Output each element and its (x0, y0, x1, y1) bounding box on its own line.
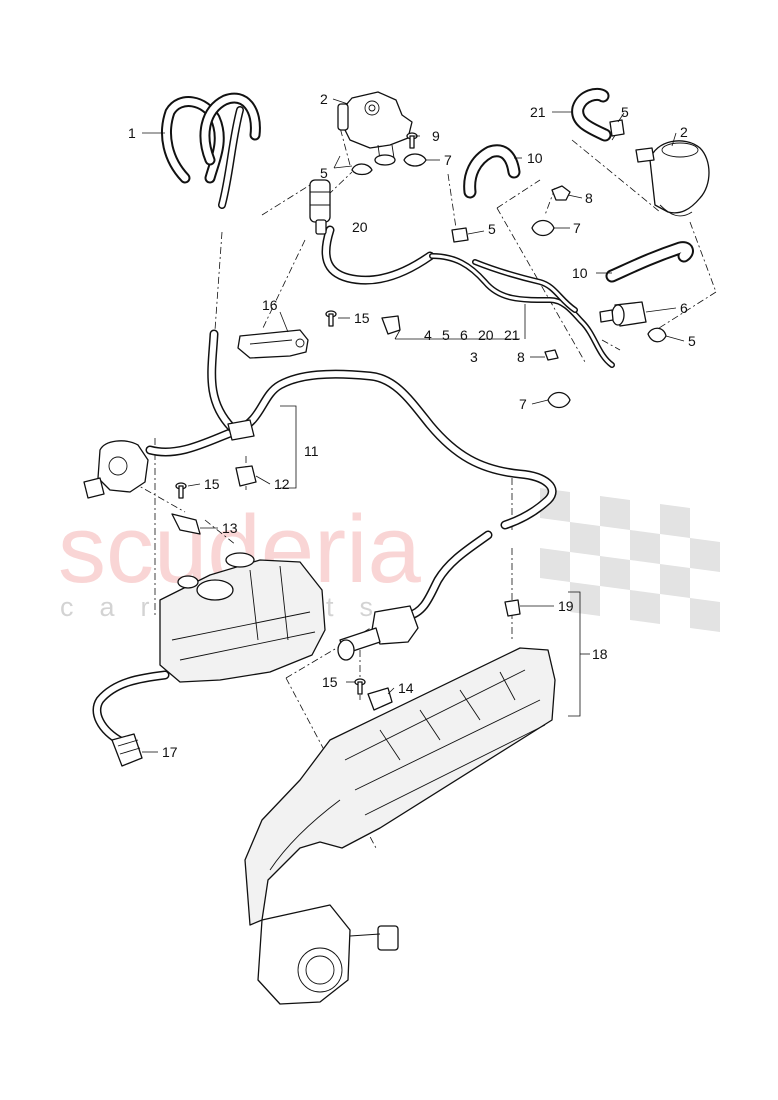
callout-7-top: 7 (444, 152, 452, 168)
callout-16: 16 (262, 297, 278, 313)
checker-square (600, 496, 630, 530)
check-valve-left (83, 440, 149, 499)
callout-14: 14 (398, 680, 414, 696)
callout-13: 13 (222, 520, 238, 536)
group-item-5: 5 (442, 327, 450, 343)
callout-15-mid: 15 (204, 476, 220, 492)
throttle-body (257, 904, 399, 1005)
callout-18: 18 (592, 646, 608, 662)
high-pressure-pump-right (635, 140, 710, 217)
clip-7-mid (531, 219, 555, 237)
callout-5-right: 5 (688, 333, 696, 349)
nut-8-mid (544, 349, 559, 361)
callout-5-mid: 5 (488, 221, 496, 237)
callout-5-top: 5 (320, 165, 328, 181)
callout-6: 6 (680, 300, 688, 316)
callout-8-top: 8 (585, 190, 593, 206)
group-item-21: 21 (504, 327, 520, 343)
callout-15-low: 15 (322, 674, 338, 690)
clip-14 (367, 687, 393, 711)
clip-5-mid (451, 227, 469, 243)
callout-2-right: 2 (680, 124, 688, 140)
callout-10-right: 10 (572, 265, 588, 281)
group-label-3-items: 4 5 6 20 21 (424, 327, 520, 343)
clip-5-right-top (609, 119, 625, 137)
connector-17 (111, 733, 143, 767)
callouts: 1 2 2 21 5 9 5 7 10 8 7 20 5 10 16 15 6 … (128, 91, 696, 760)
hose-10-right (605, 241, 694, 283)
fitting-19 (504, 599, 521, 617)
nut-8-top (551, 185, 571, 201)
checker-square (570, 522, 600, 556)
t-fitting-11 (227, 419, 257, 487)
bolt-15-lower (354, 678, 366, 695)
hose-21 (571, 87, 612, 142)
callout-2-top: 2 (320, 91, 328, 107)
pipe-lines-3 (429, 253, 615, 368)
callout-7-mid: 7 (573, 220, 581, 236)
hose-to-purge-valve (403, 530, 493, 621)
callout-11: 11 (304, 443, 319, 459)
quick-connector-20 (309, 179, 331, 235)
callout-19: 19 (558, 598, 574, 614)
clip-5-top (351, 163, 373, 176)
group-item-4: 4 (424, 327, 432, 343)
clip-5-right (647, 327, 667, 343)
callout-10-top: 10 (527, 150, 543, 166)
high-pressure-pump-top (337, 91, 413, 166)
bracket-16 (237, 329, 309, 359)
bolt-9 (406, 132, 418, 149)
callout-9: 9 (432, 128, 440, 144)
callout-5-right-top: 5 (621, 104, 629, 120)
checker-square (630, 530, 660, 564)
checker-square (660, 564, 690, 598)
callout-7-low: 7 (519, 396, 527, 412)
checker-square (690, 538, 720, 572)
purge-valve-lower (337, 605, 419, 661)
checker-square (690, 598, 720, 632)
bolt-15-top (325, 310, 337, 327)
parts (83, 91, 710, 1005)
callout-21-top: 21 (530, 104, 546, 120)
checker-square (600, 556, 630, 590)
group-item-6: 6 (460, 327, 468, 343)
hose-bundle-1 (161, 92, 261, 209)
callout-3: 3 (470, 349, 478, 365)
leader-lines (142, 98, 685, 753)
checker-square (660, 504, 690, 538)
callout-17: 17 (162, 744, 178, 760)
bracket-13 (171, 482, 201, 535)
checker-square (570, 582, 600, 616)
watermark-checker-flag (540, 488, 720, 632)
callout-1: 1 (128, 125, 136, 141)
intake-manifold-18 (244, 647, 556, 926)
callout-15-top: 15 (354, 310, 370, 326)
hose-20 (321, 225, 435, 285)
clip-4 (381, 315, 401, 335)
hose-vertical-left (207, 329, 237, 433)
callout-8-mid: 8 (517, 349, 525, 365)
checker-square (540, 548, 570, 582)
hose-10-top (463, 144, 521, 199)
oil-separator (159, 552, 326, 683)
hose-to-connector-17 (92, 670, 170, 747)
checker-square (630, 590, 660, 624)
clip-7-low (547, 391, 571, 409)
group-item-20: 20 (478, 327, 494, 343)
purge-valve-6 (599, 301, 647, 327)
callout-20: 20 (352, 219, 368, 235)
callout-12: 12 (274, 476, 290, 492)
clip-7-top (403, 153, 427, 167)
